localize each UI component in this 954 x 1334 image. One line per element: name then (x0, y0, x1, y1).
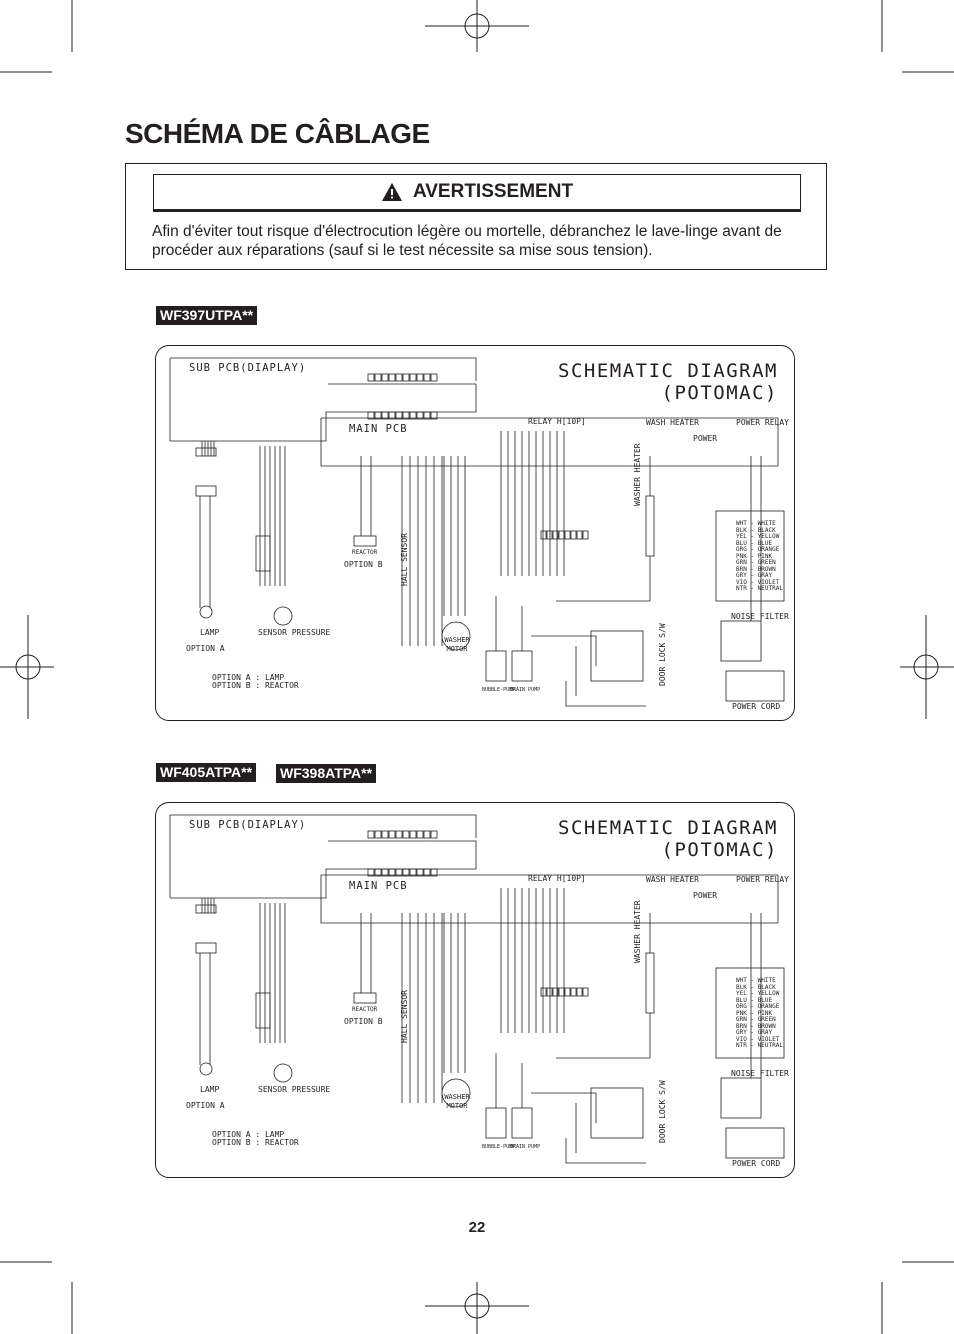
drain-pump-label: DRAIN PUMP (510, 687, 541, 693)
main-pcb-label: MAIN PCB (349, 880, 408, 892)
wash-heater-label: WASH HEATER (646, 418, 699, 427)
door-lock-label: DOOR LOCK S/W (658, 1080, 667, 1143)
hall-sensor-label: HALL SENSOR (400, 533, 409, 586)
lamp-label: LAMP (200, 1085, 220, 1094)
reactor-label: REACTOR (352, 549, 378, 556)
diagram-title-line2: (POTOMAC) (661, 382, 778, 404)
diagram-title-line1: SCHEMATIC DIAGRAM (558, 360, 778, 382)
option-a-tag: OPTION A (186, 644, 225, 653)
option-a-tag: OPTION A (186, 1101, 225, 1110)
hall-sensor-label: HALL SENSOR (400, 990, 409, 1043)
diagram-title-line1: SCHEMATIC DIAGRAM (558, 817, 778, 839)
model-badge-b1: WF405ATPA** (156, 763, 257, 782)
wiring-diagram-b: SCHEMATIC DIAGRAM (POTOMAC) SUB PCB(DIAP… (155, 802, 795, 1178)
reactor-label: REACTOR (352, 1006, 378, 1013)
drain-pump-label: DRAIN PUMP (510, 1144, 541, 1150)
page-number: 22 (468, 1219, 486, 1236)
page-title: SCHÉMA DE CÂBLAGE (125, 118, 430, 149)
door-lock-label: DOOR LOCK S/W (658, 623, 667, 686)
washer-motor-label: WASHER MOTOR (444, 1093, 470, 1110)
power-relay-label: POWER RELAY (736, 418, 789, 427)
wash-heater-label: WASH HEATER (646, 875, 699, 884)
option-b-tag: OPTION B (344, 560, 383, 569)
washer-heater-label: WASHER HEATER (633, 900, 642, 963)
warning-header: AVERTISSEMENT (153, 174, 801, 212)
main-pcb-label: MAIN PCB (349, 423, 408, 435)
washer-heater-label: WASHER HEATER (633, 443, 642, 506)
power-cord-label: POWER CORD (732, 1159, 781, 1168)
power-label: POWER (693, 434, 718, 443)
option-b-note: OPTION B : REACTOR (212, 1138, 299, 1147)
color-legend: WHT - WHITE BLK - BLACK YEL - YELLOW BLU… (736, 977, 783, 1049)
wiring-lines (169, 357, 785, 707)
option-b-note: OPTION B : REACTOR (212, 681, 299, 690)
power-cord-label: POWER CORD (732, 702, 781, 711)
warning-label: AVERTISSEMENT (412, 181, 574, 202)
warning-text: Afin d'éviter tout risque d'électrocutio… (152, 223, 782, 259)
warning-triangle-icon (381, 183, 402, 201)
option-b-tag: OPTION B (344, 1017, 383, 1026)
power-label: POWER (693, 891, 718, 900)
diagram-title-b: SCHEMATIC DIAGRAM (POTOMAC) (558, 817, 778, 861)
wiring-lines (169, 814, 785, 1164)
sensor-pressure-label: SENSOR PRESSURE (258, 1085, 331, 1094)
bubble-pump-label: BUBBLE-PUMP (482, 1144, 516, 1150)
relay-label: RELAY H[10P] (528, 874, 586, 883)
color-legend: WHT - WHITE BLK - BLACK YEL - YELLOW BLU… (736, 520, 783, 592)
sub-pcb-label: SUB PCB(DIAPLAY) (189, 819, 307, 831)
noise-filter-label: NOISE FILTER (731, 612, 789, 621)
option-a-note: OPTION A : LAMP (212, 673, 285, 682)
lamp-label: LAMP (200, 628, 220, 637)
warning-box: AVERTISSEMENT Afin d'éviter tout risque … (125, 163, 827, 270)
diagram-title-a: SCHEMATIC DIAGRAM (POTOMAC) (558, 360, 778, 404)
option-a-note: OPTION A : LAMP (212, 1130, 285, 1139)
wiring-diagram-a: SCHEMATIC DIAGRAM (POTOMAC) SUB PCB(DIAP… (155, 345, 795, 721)
washer-motor-label: WASHER MOTOR (444, 636, 470, 653)
model-badge-a: WF397UTPA** (156, 306, 258, 325)
model-badge-b2: WF398ATPA** (276, 764, 377, 783)
diagram-title-line2: (POTOMAC) (661, 839, 778, 861)
relay-label: RELAY H[10P] (528, 417, 586, 426)
sub-pcb-label: SUB PCB(DIAPLAY) (189, 362, 307, 374)
power-relay-label: POWER RELAY (736, 875, 789, 884)
bubble-pump-label: BUBBLE-PUMP (482, 687, 516, 693)
sensor-pressure-label: SENSOR PRESSURE (258, 628, 331, 637)
noise-filter-label: NOISE FILTER (731, 1069, 789, 1078)
